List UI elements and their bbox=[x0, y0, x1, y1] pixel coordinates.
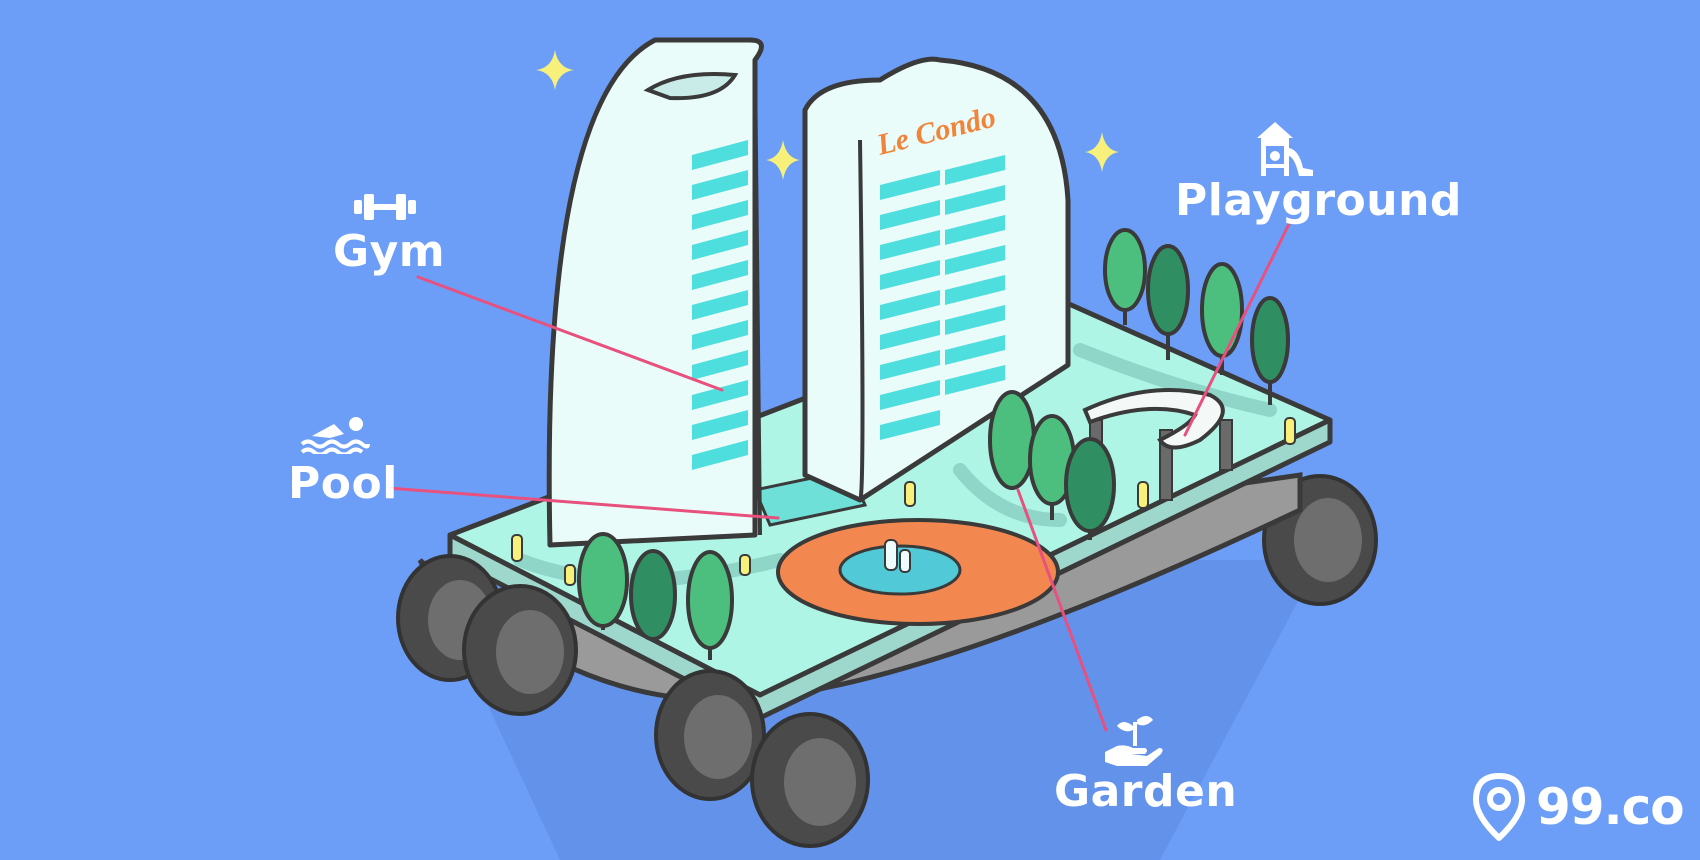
pool-label: Pool bbox=[288, 458, 398, 509]
leader-lines bbox=[386, 220, 1292, 732]
tree bbox=[686, 550, 734, 660]
gym-label: Gym bbox=[333, 226, 446, 277]
tree bbox=[1200, 262, 1244, 375]
wheel-front-center-b bbox=[750, 712, 870, 848]
tree bbox=[1103, 228, 1147, 325]
playground-leader-line bbox=[1183, 220, 1292, 437]
pool-leader-line bbox=[386, 486, 780, 520]
tower-right: Le Condo bbox=[802, 56, 1071, 503]
swimmer-icon bbox=[300, 417, 370, 454]
gym-leader-line bbox=[416, 275, 724, 392]
tree bbox=[988, 390, 1036, 490]
sparkle-icon bbox=[766, 140, 800, 180]
garden-leader-line bbox=[1016, 488, 1108, 732]
tree bbox=[1250, 296, 1290, 405]
tree bbox=[1064, 437, 1116, 540]
plant-in-hand-icon bbox=[1105, 716, 1163, 766]
tower-right-windows bbox=[880, 155, 1005, 440]
sparkle-icon bbox=[1085, 132, 1119, 172]
trees bbox=[577, 228, 1290, 660]
tower-left-windows bbox=[692, 140, 748, 470]
brand-name[interactable]: 99.co bbox=[1536, 778, 1685, 836]
tree bbox=[629, 549, 677, 641]
tower-left bbox=[546, 37, 764, 548]
garden-label: Garden bbox=[1054, 766, 1238, 817]
sparkles bbox=[536, 50, 1119, 180]
wheel-front-center-a bbox=[654, 669, 766, 801]
playground-icon bbox=[1257, 122, 1313, 176]
sparkle-icon bbox=[536, 50, 574, 90]
wheel-front-left-b bbox=[462, 584, 578, 716]
map-pin-logo-icon bbox=[1473, 773, 1525, 841]
lamps bbox=[511, 417, 1296, 586]
dumbbell-icon bbox=[354, 194, 416, 220]
fountain bbox=[776, 518, 1060, 626]
tree bbox=[1146, 244, 1190, 360]
tree bbox=[577, 532, 629, 630]
playground-label: Playground bbox=[1175, 175, 1462, 226]
